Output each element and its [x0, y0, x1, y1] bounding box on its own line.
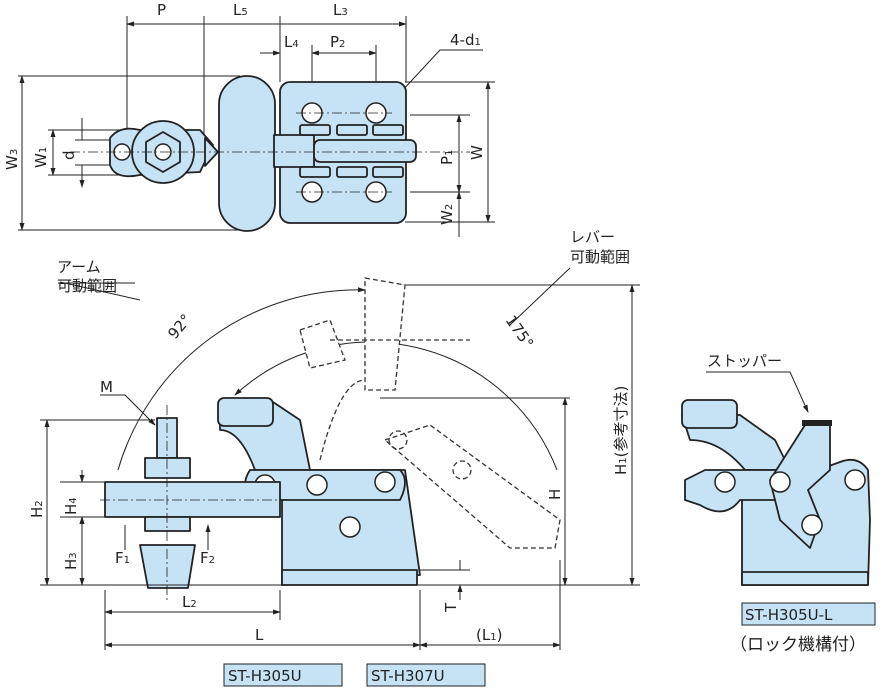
model-label-st-h305u-l: ST-H305U-L — [745, 606, 833, 624]
dim-W3: W3 — [3, 149, 21, 170]
dim-P2: P2 — [330, 33, 345, 51]
dim-L5: L5 — [233, 1, 248, 19]
stopper-label: ストッパー — [707, 352, 782, 370]
dim-W2: W2 — [438, 204, 456, 225]
dim-P1: P1 — [438, 150, 456, 165]
top-view: P L5 L3 L4 P2 4-d1 W3 W1 d P1 W W2 — [3, 1, 495, 237]
model-label-st-h305u: ST-H305U — [228, 667, 302, 685]
dim-H2: H2 — [28, 500, 46, 518]
dim-4-d1: 4-d1 — [450, 31, 481, 49]
side-view: アーム 可動範囲 92° レバー 可動範囲 175° M H2 H4 H3 F1… — [28, 228, 640, 687]
dim-H1: H1(参考寸法) — [612, 386, 630, 475]
lever-range-label-2: 可動範囲 — [570, 248, 630, 266]
dim-L3: L3 — [333, 1, 348, 19]
dim-L4: L4 — [284, 33, 299, 51]
lever-angle: 175° — [502, 312, 537, 352]
dim-L1: (L1) — [476, 626, 502, 644]
dim-W: W — [468, 145, 486, 160]
force-F2: F2 — [200, 549, 215, 567]
dim-W1: W1 — [32, 147, 50, 168]
dim-d: d — [60, 150, 78, 160]
dim-P: P — [157, 1, 166, 19]
dim-T: T — [442, 602, 460, 613]
dim-H: H — [546, 489, 564, 500]
force-F1: F1 — [115, 549, 130, 567]
dim-H3: H3 — [62, 552, 80, 570]
dim-L2: L2 — [182, 593, 197, 611]
dim-L: L — [255, 626, 264, 644]
lock-caption: （ロック機構付） — [730, 635, 866, 655]
arm-range-label-2: 可動範囲 — [57, 277, 117, 295]
dim-M: M — [100, 378, 113, 396]
arm-range-label-1: アーム — [57, 258, 101, 276]
arm-angle: 92° — [164, 311, 195, 343]
lock-view: ストッパー ST-H305U-L （ロック機構付） — [681, 352, 876, 655]
model-label-st-h307u: ST-H307U — [371, 667, 445, 685]
dim-H4: H4 — [62, 497, 80, 515]
lever-range-label-1: レバー — [570, 228, 615, 246]
